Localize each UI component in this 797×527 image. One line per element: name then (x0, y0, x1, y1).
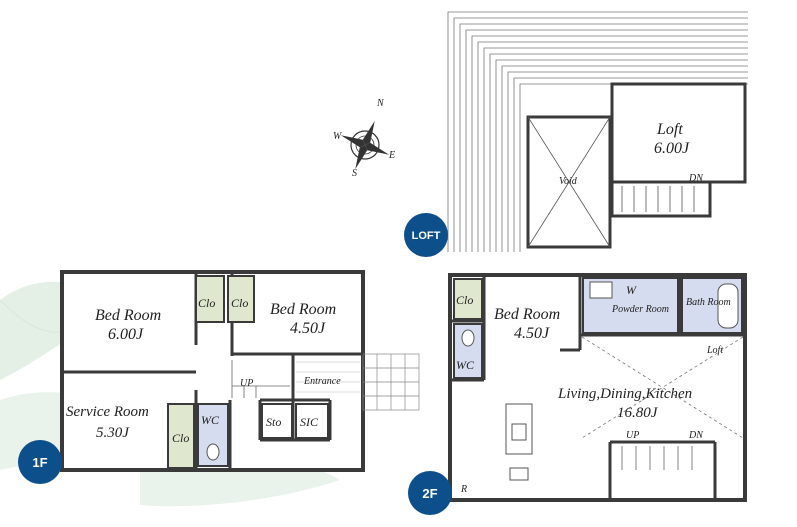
loft-badge-text: LOFT (412, 230, 441, 242)
loft-room-size: 6.00J (654, 140, 690, 157)
second-r: R (460, 484, 467, 495)
loft-dn-label: DN (688, 173, 704, 184)
first-clo-c: Clo (172, 431, 189, 445)
second-ldk-name: Living,Dining,Kitchen (557, 386, 692, 402)
roof-line (453, 17, 748, 252)
first-service-room-name: Service Room (66, 404, 149, 420)
compass-n: N (376, 98, 385, 109)
first-sto: Sto (266, 415, 281, 429)
roof-line (465, 29, 748, 252)
roof-line (489, 53, 748, 252)
second-stair-dn: DN (688, 430, 704, 441)
loft-badge (404, 213, 448, 257)
first-sic: SIC (300, 415, 319, 429)
first-badge (18, 440, 62, 484)
second-bed-room-name: Bed Room (494, 306, 560, 323)
first-bed-room-b-name: Bed Room (270, 301, 336, 318)
second-loft-mark: Loft (706, 345, 723, 356)
first-bed-room-a-name: Bed Room (95, 307, 161, 324)
loft-plan: Void Loft 6.00J DN LOFT (404, 11, 748, 257)
second-clo: Clo (456, 293, 473, 307)
second-bed-room-size: 4.50J (514, 325, 550, 342)
first-clo-b: Clo (231, 296, 248, 310)
compass-e: E (388, 150, 395, 161)
first-service-room-size: 5.30J (96, 425, 130, 441)
roof-line (501, 65, 748, 252)
second-badge-text: 2F (422, 486, 437, 501)
roof-line (507, 71, 748, 252)
roof-line (483, 47, 748, 252)
first-clo-a: Clo (198, 296, 215, 310)
second-bath-room: Bath Room (686, 297, 731, 308)
first-floor-plan: Bed Room 6.00J Bed Room 4.50J Service Ro… (18, 270, 420, 484)
second-stair-up: UP (626, 430, 639, 441)
roof-line (459, 23, 748, 252)
second-powder-room: Powder Room (611, 304, 669, 315)
first-badge-text: 1F (32, 455, 47, 470)
second-ldk-size: 16.80J (617, 405, 659, 421)
compass-w: W (333, 131, 343, 142)
roof-line (477, 41, 748, 252)
first-bed-room-b-size: 4.50J (290, 320, 326, 337)
second-floor-plan: Clo WC Bed Room 4.50J W Powder Room Bath… (408, 273, 747, 515)
first-wc: WC (201, 413, 220, 427)
second-powder-w: W (626, 283, 637, 297)
roof-line (513, 77, 748, 252)
first-bed-room-a-size: 6.00J (108, 326, 144, 343)
compass-s: S (352, 168, 357, 179)
second-badge (408, 471, 452, 515)
loft-void-label: Void (559, 176, 578, 187)
loft-room-name: Loft (656, 121, 683, 138)
first-stair-up: UP (240, 378, 253, 389)
roof-line (495, 59, 748, 252)
roof-line (471, 35, 748, 252)
roof-line (447, 11, 748, 252)
first-entrance: Entrance (303, 376, 341, 387)
second-wc: WC (456, 358, 475, 372)
compass: N E S W (333, 98, 395, 179)
